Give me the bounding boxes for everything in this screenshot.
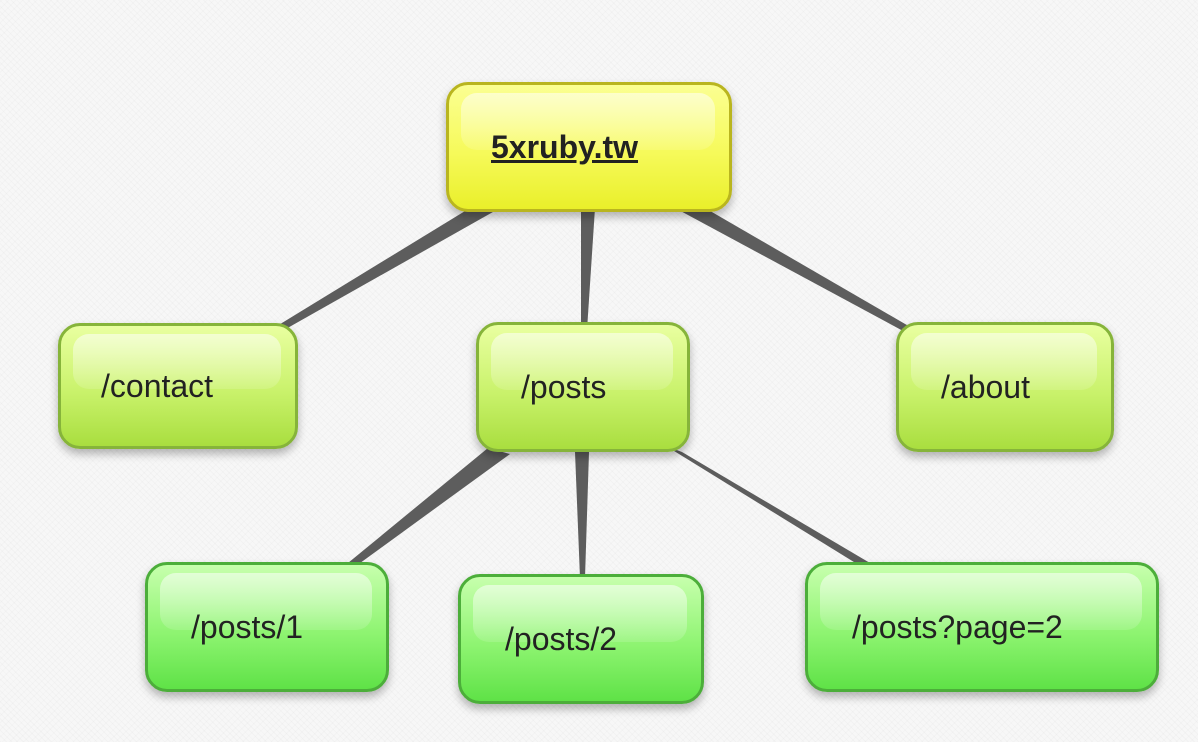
connector-root-about bbox=[675, 208, 912, 332]
connector-root-contact bbox=[277, 208, 500, 330]
node-posts[interactable]: /posts bbox=[476, 322, 690, 452]
node-contact[interactable]: /contact bbox=[58, 323, 298, 449]
node-posts-2[interactable]: /posts/2 bbox=[458, 574, 704, 704]
connector-posts-page2 bbox=[666, 446, 870, 567]
node-posts-label: /posts bbox=[521, 368, 607, 405]
connector-posts-posts2 bbox=[575, 452, 589, 578]
node-contact-label: /contact bbox=[101, 367, 214, 404]
node-posts-2-label: /posts/2 bbox=[505, 620, 618, 657]
node-posts-1-label: /posts/1 bbox=[191, 608, 304, 645]
node-posts-page-2-label: /posts?page=2 bbox=[852, 608, 1063, 645]
node-about[interactable]: /about bbox=[896, 322, 1114, 452]
node-root-label[interactable]: 5xruby.tw bbox=[491, 128, 638, 165]
node-about-label: /about bbox=[941, 368, 1030, 405]
node-posts-1[interactable]: /posts/1 bbox=[145, 562, 389, 692]
node-root[interactable]: 5xruby.tw bbox=[446, 82, 732, 212]
connector-posts-posts1 bbox=[348, 448, 510, 566]
node-posts-page-2[interactable]: /posts?page=2 bbox=[805, 562, 1159, 692]
connector-root-posts bbox=[581, 208, 595, 330]
